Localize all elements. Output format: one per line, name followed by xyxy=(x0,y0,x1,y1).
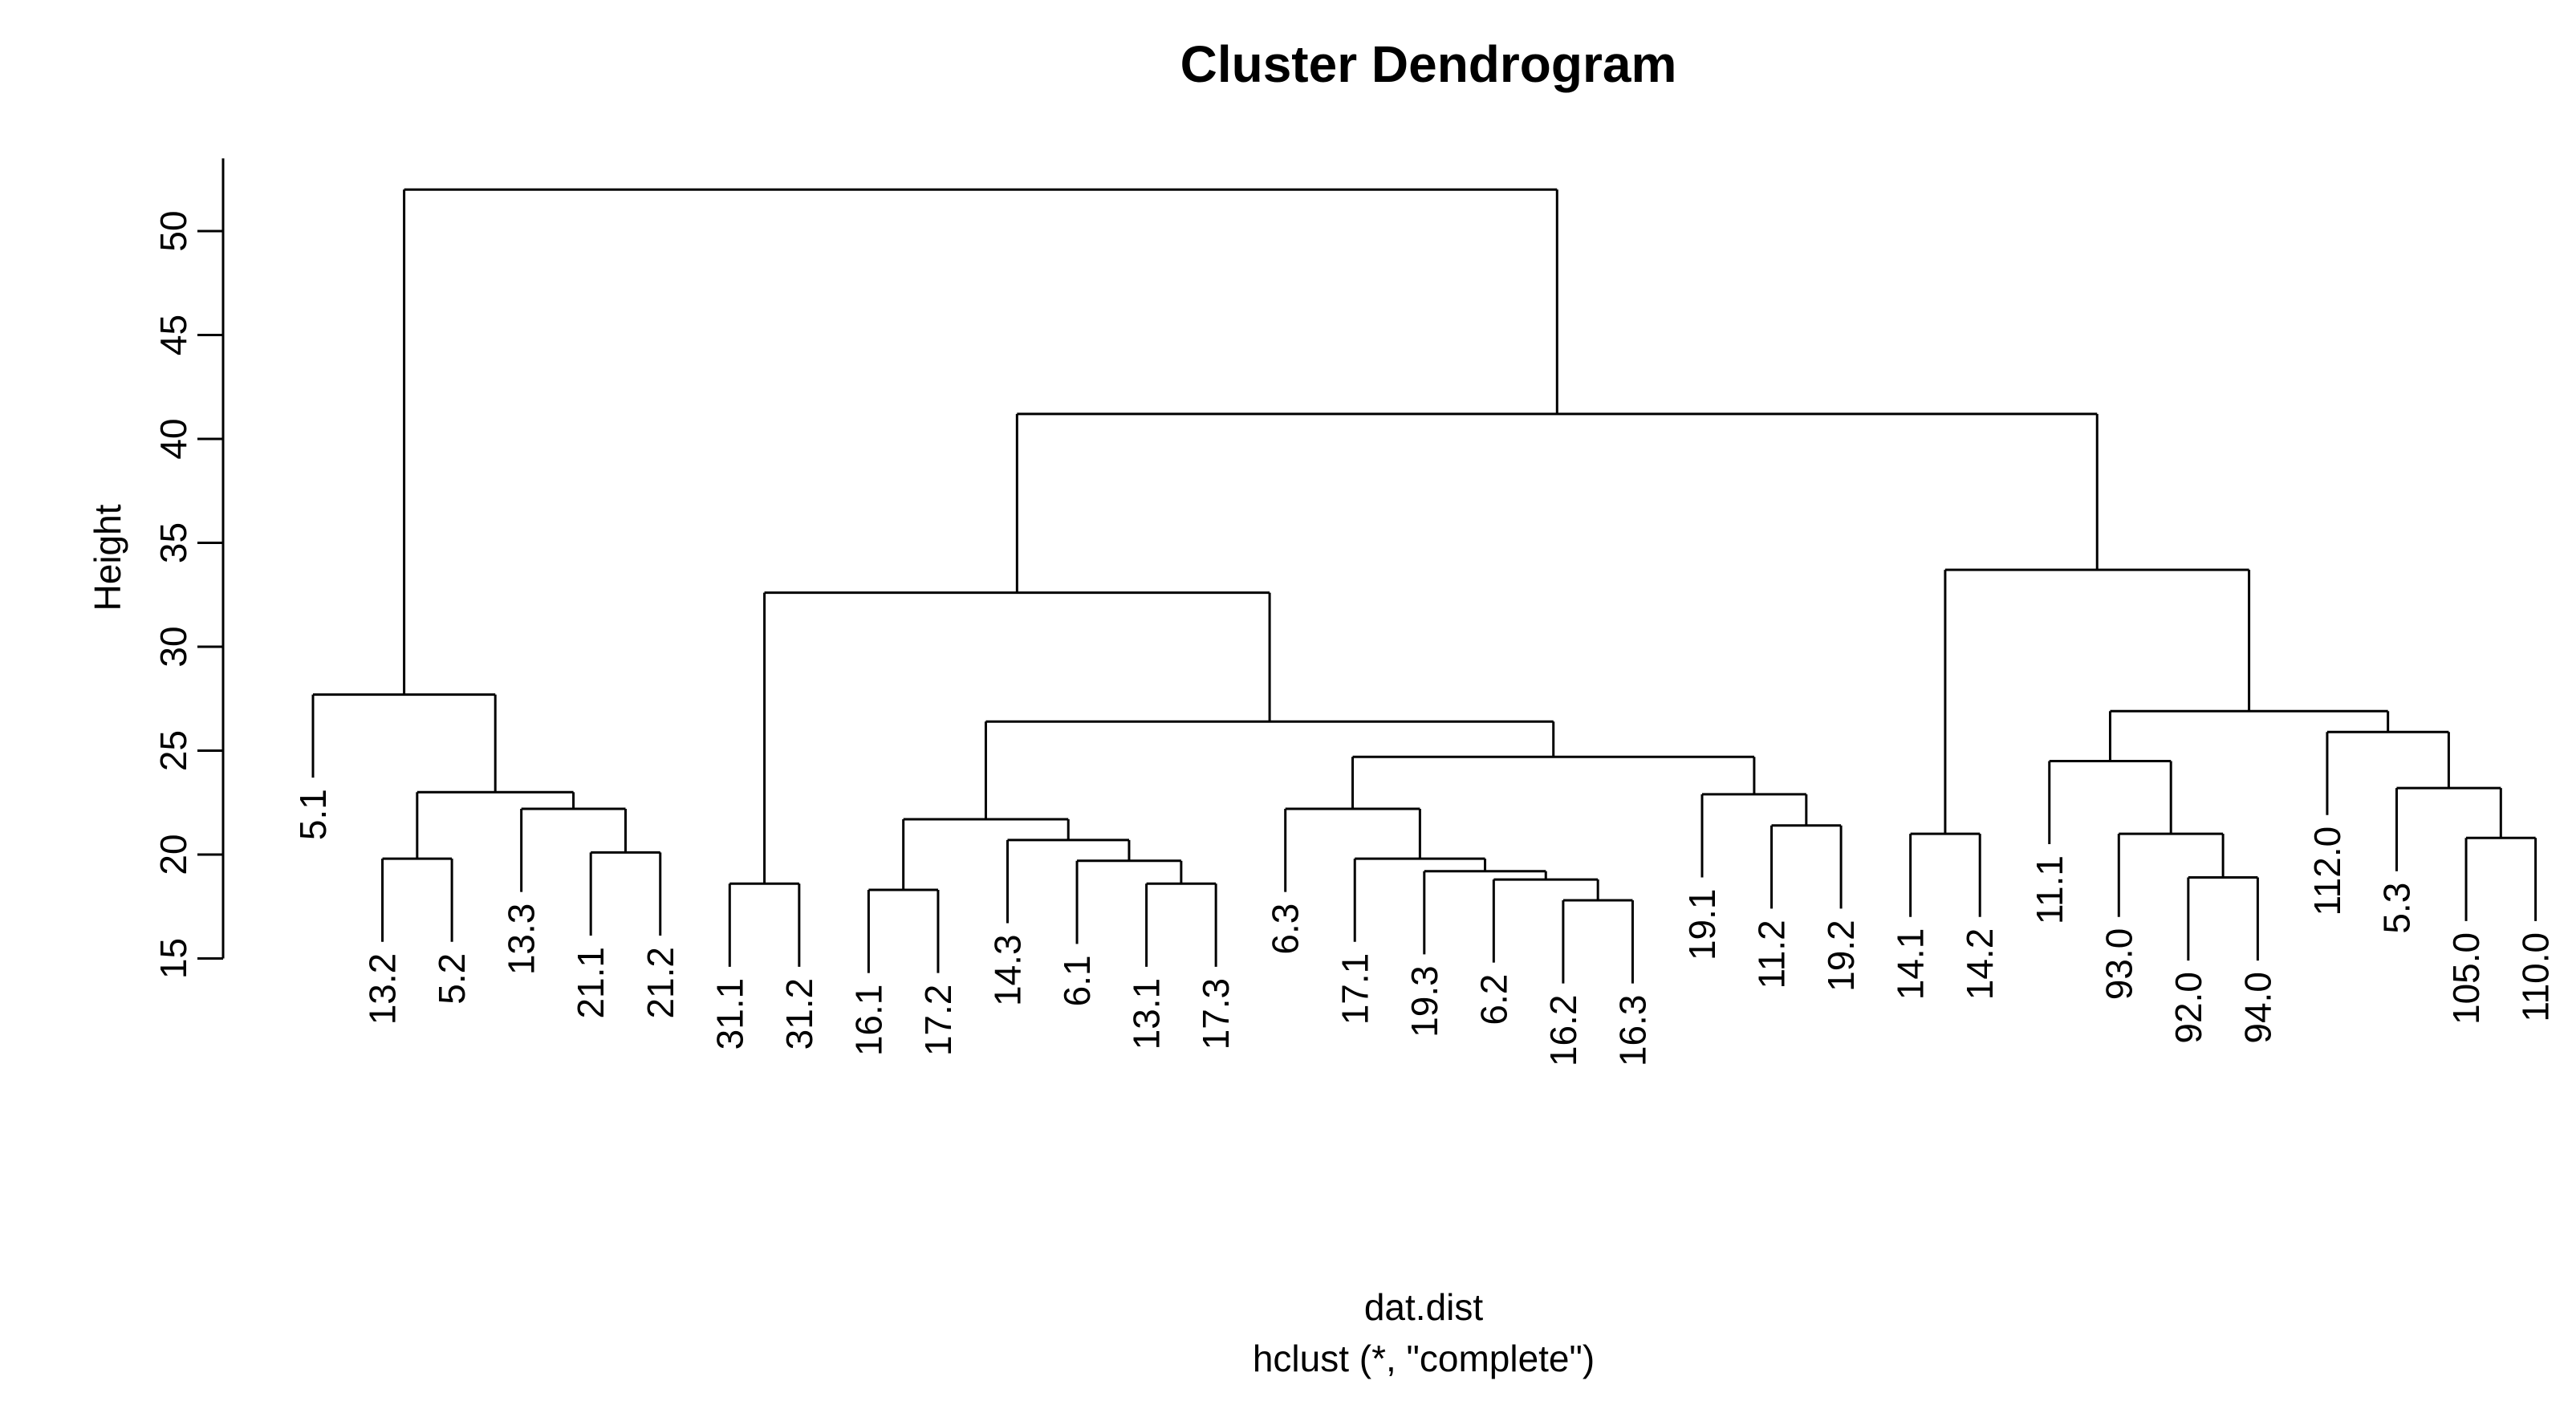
leaf-label: 110.0 xyxy=(2515,932,2557,1022)
y-axis-tick-label: 45 xyxy=(152,315,194,355)
leaf-label: 16.3 xyxy=(1611,995,1653,1067)
y-axis-tick-label: 50 xyxy=(152,210,194,251)
leaf-label: 5.1 xyxy=(292,789,334,840)
leaf-label: 5.2 xyxy=(431,953,473,1005)
y-axis-tick-label: 40 xyxy=(152,418,194,459)
leaf-label: 93.0 xyxy=(2098,928,2139,1001)
leaf-label: 21.1 xyxy=(570,947,611,1019)
y-axis-tick-label: 35 xyxy=(152,522,194,563)
y-axis-tick-label: 25 xyxy=(152,730,194,771)
leaf-label: 17.3 xyxy=(1195,978,1237,1050)
leaf-label: 16.2 xyxy=(1542,995,1584,1067)
leaf-label: 17.1 xyxy=(1334,953,1375,1025)
leaf-label: 17.2 xyxy=(917,985,959,1057)
leaf-label: 31.1 xyxy=(709,978,750,1050)
leaf-label: 112.0 xyxy=(2306,826,2348,916)
leaf-label: 92.0 xyxy=(2168,972,2209,1044)
y-axis: 15 20 25 30 35 40 45 50 xyxy=(152,158,225,979)
y-axis-tick-label: 15 xyxy=(152,938,194,979)
leaf-label: 31.2 xyxy=(778,978,820,1050)
leaf-label: 6.2 xyxy=(1473,974,1514,1025)
x-axis-caption-line1: dat.dist xyxy=(1364,1286,1484,1328)
leaf-label: 11.2 xyxy=(1751,920,1793,989)
dendrogram-links xyxy=(311,188,2537,984)
leaf-label: 105.0 xyxy=(2445,932,2487,1025)
leaf-label: 6.1 xyxy=(1056,955,1098,1006)
leaf-label: 14.1 xyxy=(1890,928,1932,1001)
leaf-label: 19.3 xyxy=(1404,965,1445,1038)
leaf-label: 21.2 xyxy=(640,947,681,1019)
leaf-label: 6.3 xyxy=(1265,904,1306,955)
leaf-labels: 13.2 5.2 21.1 21.2 13.3 5.1 31.1 31.2 16.1 17.2 13… xyxy=(292,789,2557,1066)
chart-title: Cluster Dendrogram xyxy=(1180,35,1677,93)
leaf-label: 14.2 xyxy=(1959,928,2001,1001)
leaf-label: 13.3 xyxy=(501,904,542,976)
x-axis-caption-line2: hclust (*, "complete") xyxy=(1253,1338,1595,1379)
leaf-label: 14.3 xyxy=(987,934,1029,1006)
y-axis-tick-label: 30 xyxy=(152,626,194,667)
y-axis-label: Height xyxy=(87,504,128,611)
leaf-label: 11.1 xyxy=(2029,855,2070,924)
leaf-label: 94.0 xyxy=(2237,972,2278,1044)
leaf-label: 19.1 xyxy=(1681,888,1723,960)
leaf-label: 13.2 xyxy=(362,953,404,1025)
leaf-label: 16.1 xyxy=(847,985,889,1057)
leaf-label: 19.2 xyxy=(1820,920,1862,992)
y-axis-tick-label: 20 xyxy=(152,834,194,875)
leaf-label: 13.1 xyxy=(1126,978,1168,1050)
leaf-label: 5.3 xyxy=(2376,883,2418,934)
